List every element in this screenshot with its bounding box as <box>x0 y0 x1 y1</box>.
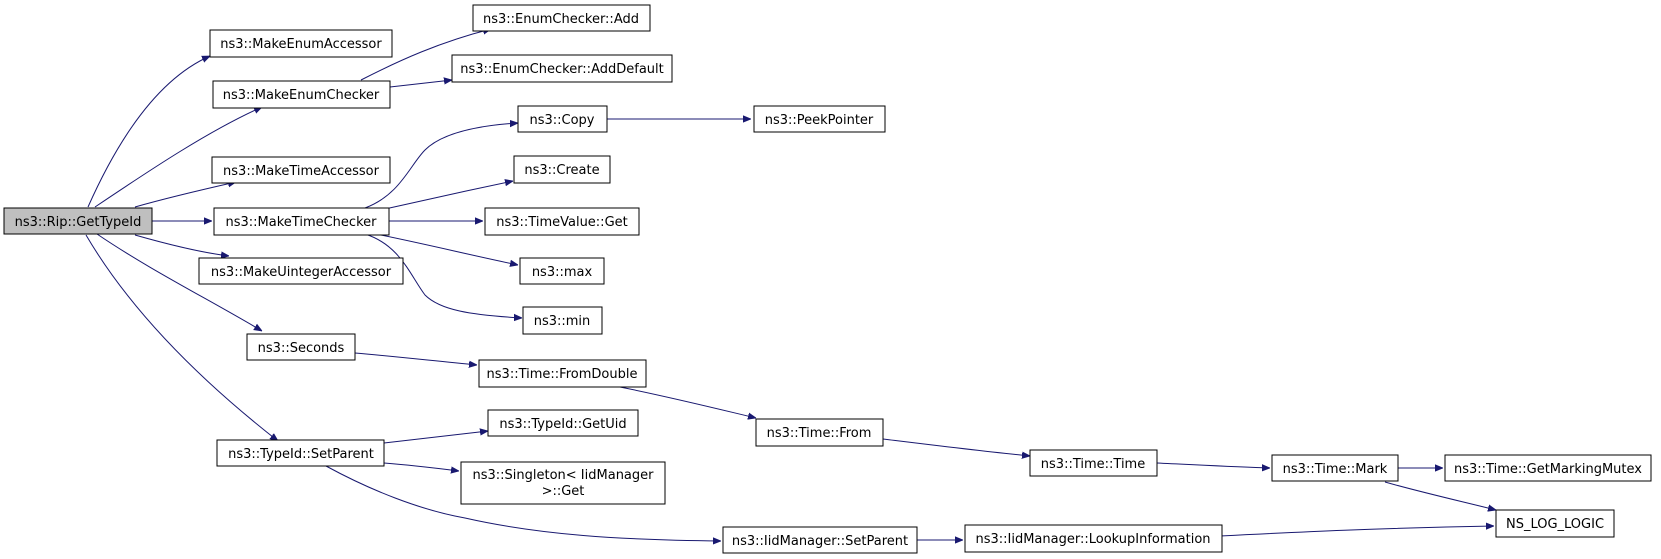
node-label: ns3::MakeUintegerAccessor <box>211 265 392 280</box>
node-iid-manager-set-parent[interactable]: ns3::IidManager::SetParent <box>722 526 918 554</box>
edge-make-time-checker-copy <box>364 123 518 209</box>
node-time-mark[interactable]: ns3::Time::Mark <box>1271 454 1399 482</box>
node-time-time[interactable]: ns3::Time::Time <box>1029 449 1158 477</box>
edges <box>85 29 1496 541</box>
node-label: ns3::Time::From <box>767 426 872 441</box>
edge-time-time-time-mark <box>1156 462 1270 468</box>
node-ns-log-logic[interactable]: NS_LOG_LOGIC <box>1495 509 1615 538</box>
node-label: ns3::EnumChecker::AddDefault <box>460 62 663 77</box>
node-max[interactable]: ns3::max <box>519 257 605 285</box>
node-label: ns3::MakeTimeChecker <box>226 215 378 230</box>
node-label: ns3::IidManager::SetParent <box>732 534 908 549</box>
node-seconds[interactable]: ns3::Seconds <box>246 333 356 361</box>
edge-typeid-set-parent-singleton-get <box>383 462 459 471</box>
edge-root-make-uinteger-accessor <box>134 234 229 256</box>
node-make-time-accessor[interactable]: ns3::MakeTimeAccessor <box>211 156 391 184</box>
node-time-from-double[interactable]: ns3::Time::FromDouble <box>478 359 647 388</box>
node-make-time-checker[interactable]: ns3::MakeTimeChecker <box>213 207 390 236</box>
node-label: ns3::MakeEnumChecker <box>223 88 380 103</box>
edge-root-seconds <box>96 233 262 331</box>
node-typeid-get-uid[interactable]: ns3::TypeId::GetUid <box>487 409 639 437</box>
node-make-enum-accessor[interactable]: ns3::MakeEnumAccessor <box>209 29 393 58</box>
node-label: ns3::max <box>532 265 593 280</box>
edge-root-typeid-set-parent <box>85 234 278 441</box>
node-time-get-marking-mutex[interactable]: ns3::Time::GetMarkingMutex <box>1444 454 1652 482</box>
edge-root-make-enum-checker <box>94 106 262 208</box>
node-time-from[interactable]: ns3::Time::From <box>755 418 884 447</box>
edge-root-make-enum-accessor <box>87 55 210 208</box>
node-make-enum-checker[interactable]: ns3::MakeEnumChecker <box>212 80 391 109</box>
node-label: NS_LOG_LOGIC <box>1506 517 1604 532</box>
node-label: ns3::Create <box>524 163 599 178</box>
edge-time-from-double-time-from <box>619 386 756 418</box>
node-label: ns3::TypeId::SetParent <box>228 447 374 462</box>
node-make-uinteger-accessor[interactable]: ns3::MakeUintegerAccessor <box>198 257 404 285</box>
edge-typeid-set-parent-get-uid <box>383 431 488 444</box>
node-label-line-2: >::Get <box>542 484 585 499</box>
edge-make-time-checker-max <box>375 233 518 265</box>
edge-typeid-set-parent-iid-manager-set-parent <box>325 465 721 541</box>
node-enum-checker-add[interactable]: ns3::EnumChecker::Add <box>472 4 651 32</box>
node-time-value-get[interactable]: ns3::TimeValue::Get <box>484 207 640 236</box>
node-iid-manager-lookup-information[interactable]: ns3::IidManager::LookupInformation <box>964 524 1223 553</box>
node-label: ns3::PeekPointer <box>765 113 874 128</box>
edge-make-time-checker-create <box>384 181 513 210</box>
node-root[interactable]: ns3::Rip::GetTypeId <box>3 207 153 235</box>
node-label: ns3::Rip::GetTypeId <box>15 215 142 230</box>
node-label: ns3::IidManager::LookupInformation <box>975 532 1210 547</box>
node-label: ns3::Time::FromDouble <box>487 367 638 382</box>
edge-lookup-information-ns-log-logic <box>1219 526 1494 537</box>
node-label: ns3::min <box>534 314 591 329</box>
edge-root-make-time-accessor <box>134 182 236 208</box>
edge-time-mark-ns-log-logic <box>1384 481 1496 510</box>
node-label: ns3::Copy <box>529 113 594 128</box>
node-label: ns3::MakeEnumAccessor <box>220 37 382 52</box>
edge-time-from-time-time <box>882 438 1030 456</box>
node-create[interactable]: ns3::Create <box>513 155 611 184</box>
node-label: ns3::MakeTimeAccessor <box>223 164 380 179</box>
edge-make-time-checker-min <box>364 233 522 318</box>
node-label: ns3::TypeId::GetUid <box>499 417 626 432</box>
node-label-line-1: ns3::Singleton< IidManager <box>472 468 654 483</box>
node-copy[interactable]: ns3::Copy <box>517 105 608 133</box>
node-min[interactable]: ns3::min <box>522 306 603 335</box>
edge-seconds-time-from-double <box>354 352 477 365</box>
node-label: ns3::EnumChecker::Add <box>483 12 639 27</box>
node-singleton-iid-manager-get[interactable]: ns3::Singleton< IidManager >::Get <box>460 461 666 505</box>
node-label: ns3::TimeValue::Get <box>496 215 628 230</box>
node-peek-pointer[interactable]: ns3::PeekPointer <box>753 105 886 133</box>
node-label: ns3::Time::Mark <box>1283 462 1388 477</box>
node-typeid-set-parent[interactable]: ns3::TypeId::SetParent <box>216 439 385 467</box>
edge-make-enum-checker-add <box>360 29 491 81</box>
node-label: ns3::Seconds <box>258 341 345 356</box>
node-label: ns3::Time::GetMarkingMutex <box>1454 462 1642 477</box>
node-label: ns3::Time::Time <box>1041 457 1145 472</box>
node-enum-checker-add-default[interactable]: ns3::EnumChecker::AddDefault <box>451 54 673 83</box>
edge-make-enum-checker-add-default <box>389 80 452 88</box>
